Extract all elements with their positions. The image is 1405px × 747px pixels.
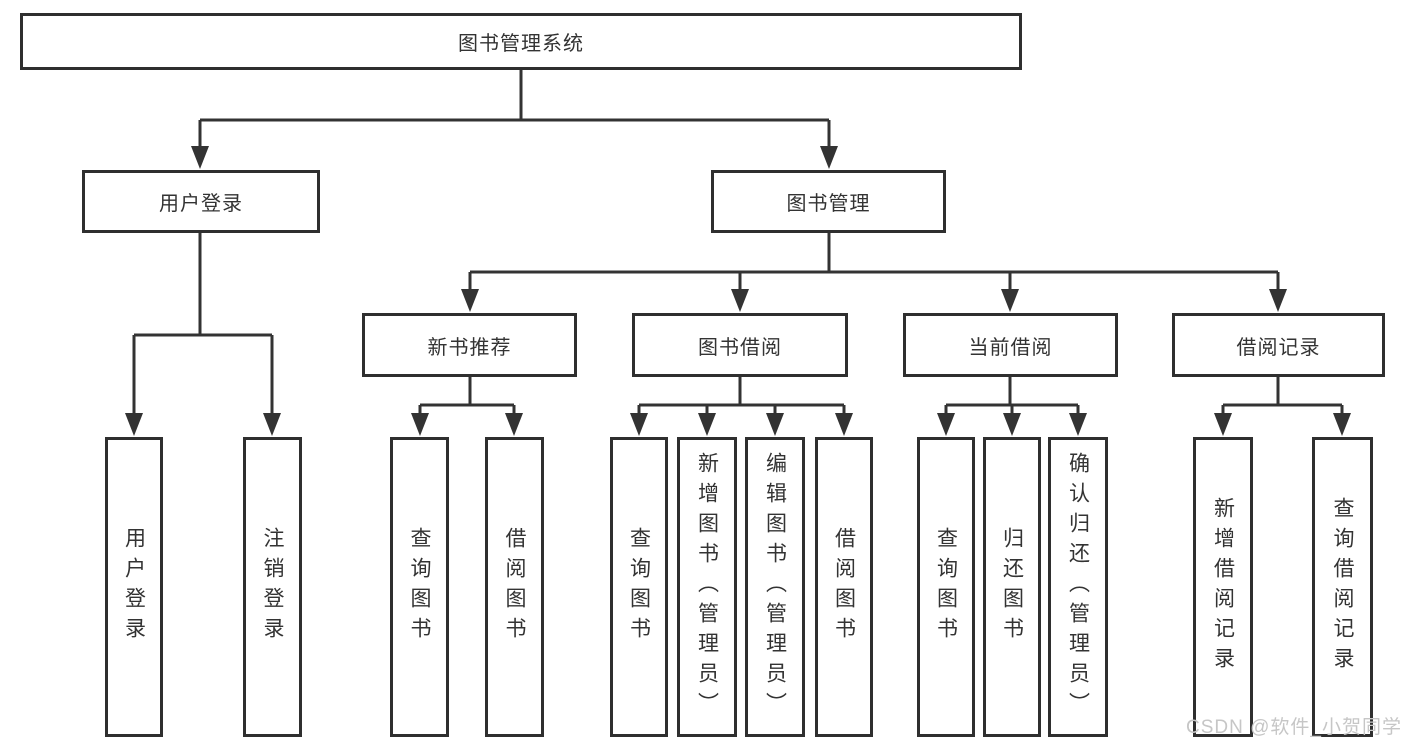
connector-book-borrow-children [630,377,853,436]
arrowhead [1069,413,1087,436]
node-leaf-query-books-1: 查询图书 [390,437,449,737]
node-leaf-user-login: 用户登录 [105,437,163,737]
node-leaf-query-borrow-record: 查询借阅记录 [1312,437,1373,737]
leaf-label: 归还图书 [1000,527,1024,647]
leaf-label: 新增借阅记录 [1211,497,1235,677]
arrowhead [835,413,853,436]
node-user-login: 用户登录 [82,170,320,233]
node-borrow-records: 借阅记录 [1172,313,1385,377]
leaf-label: 新增图书（管理员） [695,452,719,722]
node-book-management: 图书管理 [711,170,946,233]
leaf-label: 编辑图书（管理员） [763,452,787,722]
node-current-borrow: 当前借阅 [903,313,1118,377]
connector-user-login-children [125,233,281,436]
connector-current-borrow-children [937,377,1087,436]
csdn-watermark: CSDN @软件_小贺同学 [1186,717,1402,738]
arrowhead [766,413,784,436]
arrowhead [1269,289,1287,312]
connector-book-mgmt-children [461,233,1287,312]
node-leaf-return-books: 归还图书 [983,437,1041,737]
leaf-label: 借阅图书 [832,527,856,647]
arrowhead [505,413,523,436]
arrowhead [937,413,955,436]
leaf-label: 用户登录 [122,527,146,647]
node-leaf-add-books-admin: 新增图书（管理员） [677,437,737,737]
arrowhead [263,413,281,436]
leaf-label: 查询图书 [408,527,431,647]
leaf-label: 借阅图书 [503,527,526,647]
connector-borrow-records-children [1214,377,1351,436]
leaf-label: 注销登录 [261,527,284,647]
arrowhead [1001,289,1019,312]
node-book-borrow: 图书借阅 [632,313,848,377]
leaf-label: 查询图书 [934,527,958,647]
connector-root-to-branches [191,68,838,169]
arrowhead [1003,413,1021,436]
arrowhead [731,289,749,312]
node-leaf-confirm-return-admin: 确认归还（管理员） [1048,437,1108,737]
arrowhead [820,146,838,169]
arrowhead [461,289,479,312]
leaf-label: 确认归还（管理员） [1066,452,1090,722]
node-leaf-edit-books-admin: 编辑图书（管理员） [745,437,805,737]
arrowhead [125,413,143,436]
node-leaf-borrow-books-2: 借阅图书 [815,437,873,737]
leaf-label: 查询借阅记录 [1331,497,1354,677]
arrowhead [630,413,648,436]
connector-new-book-children [411,377,523,436]
arrowhead [191,146,209,169]
arrowhead [1214,413,1232,436]
node-leaf-query-books-3: 查询图书 [917,437,975,737]
arrowhead [411,413,429,436]
arrowhead [1333,413,1351,436]
node-new-book-recommend: 新书推荐 [362,313,577,377]
node-leaf-logout: 注销登录 [243,437,302,737]
leaf-label: 查询图书 [627,527,651,647]
node-leaf-add-borrow-record: 新增借阅记录 [1193,437,1253,737]
node-leaf-query-books-2: 查询图书 [610,437,668,737]
node-leaf-borrow-books-1: 借阅图书 [485,437,544,737]
node-library-system: 图书管理系统 [20,13,1022,70]
arrowhead [698,413,716,436]
